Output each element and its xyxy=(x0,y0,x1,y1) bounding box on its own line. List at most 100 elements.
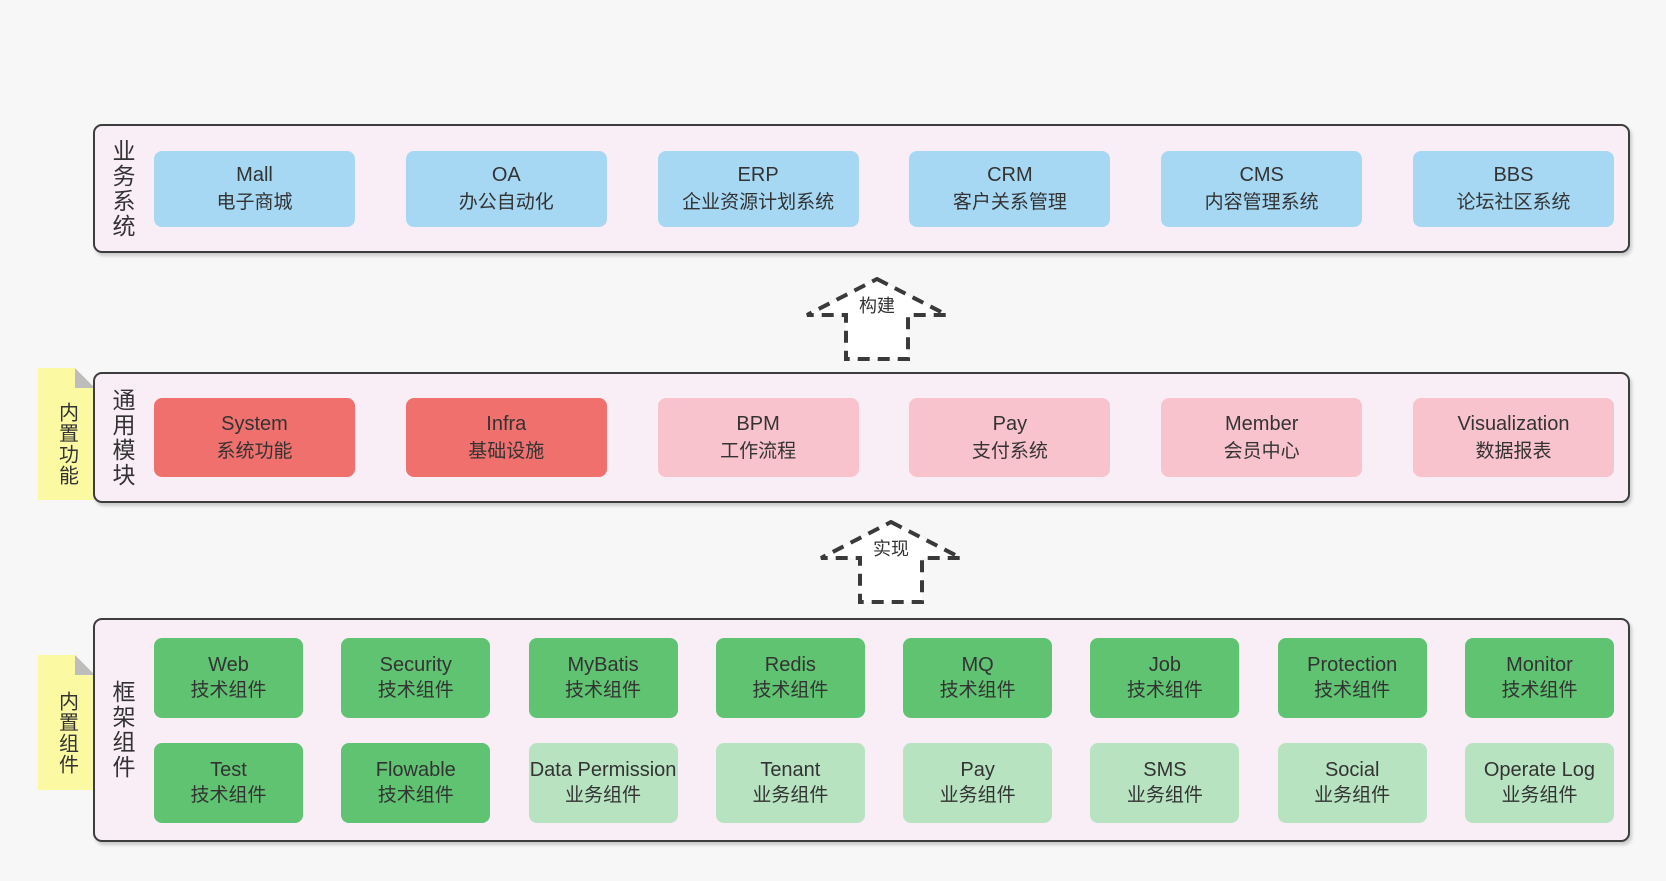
component-box-visualization: Visualization 数据报表 xyxy=(1412,398,1614,477)
build-arrow: 构建 xyxy=(805,277,949,361)
box-subtitle: 办公自动化 xyxy=(458,192,554,213)
builtin-features-tag: 内置功能 xyxy=(38,368,95,500)
box-title: System xyxy=(221,413,288,435)
box-subtitle: 技术组件 xyxy=(1126,679,1203,701)
component-box-erp: ERP 企业资源计划系统 xyxy=(657,150,859,227)
box-title: Test xyxy=(210,758,247,781)
component-box-mybatis: MyBatis 技术组件 xyxy=(528,637,678,718)
box-subtitle: 技术组件 xyxy=(190,784,267,806)
box-subtitle: 基础设施 xyxy=(468,441,545,462)
box-title: MyBatis xyxy=(567,653,639,676)
dashed-up-arrow-icon xyxy=(806,277,948,361)
box-subtitle: 技术组件 xyxy=(939,679,1016,701)
component-box-security: Security 技术组件 xyxy=(341,637,491,718)
common-modules-panel: 通用模块 System 系统功能 Infra 基础设施 BPM 工作流程 Pay 支付系统 Me… xyxy=(93,372,1630,503)
box-subtitle: 技术组件 xyxy=(377,784,454,806)
box-title: Visualization xyxy=(1457,413,1570,435)
component-box-pay: Pay 支付系统 xyxy=(909,398,1111,477)
box-subtitle: 业务组件 xyxy=(1314,784,1391,806)
component-box-bpm: BPM 工作流程 xyxy=(657,398,859,477)
box-title: Flowable xyxy=(375,758,456,781)
box-title: Tenant xyxy=(760,758,821,781)
box-subtitle: 数据报表 xyxy=(1475,441,1552,462)
component-box-web: Web 技术组件 xyxy=(154,637,303,718)
box-title: Infra xyxy=(486,413,527,435)
component-box-test: Test 技术组件 xyxy=(154,742,303,823)
box-title: Redis xyxy=(764,653,816,676)
box-title: Security xyxy=(379,653,452,676)
box-subtitle: 企业资源计划系统 xyxy=(682,192,835,213)
component-box-mq: MQ 技术组件 xyxy=(903,637,1053,718)
component-box-job: Job 技术组件 xyxy=(1090,637,1240,718)
component-box-data-permission: Data Permission 业务组件 xyxy=(528,742,678,823)
component-box-member: Member 会员中心 xyxy=(1161,398,1363,477)
box-title: CRM xyxy=(987,164,1033,186)
box-title: SMS xyxy=(1143,758,1187,781)
component-box-pay: Pay 业务组件 xyxy=(903,742,1053,823)
box-title: CMS xyxy=(1239,164,1284,186)
box-subtitle: 客户关系管理 xyxy=(952,192,1067,213)
box-subtitle: 系统功能 xyxy=(216,441,293,462)
box-subtitle: 技术组件 xyxy=(190,679,267,701)
box-subtitle: 技术组件 xyxy=(1314,679,1391,701)
component-box-tenant: Tenant 业务组件 xyxy=(715,742,865,823)
component-box-bbs: BBS 论坛社区系统 xyxy=(1412,150,1614,227)
component-box-protection: Protection 技术组件 xyxy=(1277,637,1427,718)
box-title: Pay xyxy=(960,758,995,781)
box-subtitle: 会员中心 xyxy=(1223,441,1300,462)
box-title: MQ xyxy=(961,653,994,676)
box-subtitle: 业务组件 xyxy=(939,784,1016,806)
box-subtitle: 支付系统 xyxy=(971,441,1048,462)
box-subtitle: 技术组件 xyxy=(565,679,642,701)
implement-arrow-label: 实现 xyxy=(870,538,912,560)
box-subtitle: 内容管理系统 xyxy=(1204,192,1319,213)
component-box-oa: OA 办公自动化 xyxy=(405,150,607,227)
box-title: Web xyxy=(208,653,249,676)
box-subtitle: 业务组件 xyxy=(1501,784,1578,806)
component-box-sms: SMS 业务组件 xyxy=(1090,742,1240,823)
builtin-components-tag: 内置组件 xyxy=(38,655,95,790)
box-title: Social xyxy=(1324,758,1380,781)
box-title: OA xyxy=(491,164,521,186)
component-box-infra: Infra 基础设施 xyxy=(405,398,607,477)
builtin-features-tag-label: 内置功能 xyxy=(55,402,78,486)
component-box-cms: CMS 内容管理系统 xyxy=(1161,150,1363,227)
box-subtitle: 技术组件 xyxy=(1501,679,1578,701)
framework-components-panel: 框架组件 Web 技术组件 Security 技术组件 MyBatis 技术组件 Redis… xyxy=(93,618,1630,842)
box-subtitle: 业务组件 xyxy=(1126,784,1203,806)
build-arrow-label: 构建 xyxy=(856,295,898,317)
box-title: BBS xyxy=(1493,164,1534,186)
component-box-system: System 系统功能 xyxy=(154,398,355,477)
panel-label-common-modules: 通用模块 xyxy=(109,387,135,488)
box-title: Data Permission xyxy=(529,758,677,781)
box-title: BPM xyxy=(736,413,780,435)
implement-arrow: 实现 xyxy=(819,520,963,604)
box-title: Operate Log xyxy=(1483,758,1596,781)
box-title: Member xyxy=(1225,413,1299,435)
component-box-flowable: Flowable 技术组件 xyxy=(341,742,491,823)
box-title: Mall xyxy=(236,164,273,186)
box-subtitle: 工作流程 xyxy=(720,441,797,462)
box-subtitle: 技术组件 xyxy=(377,679,454,701)
box-title: ERP xyxy=(737,164,779,186)
box-title: Protection xyxy=(1307,653,1398,676)
builtin-components-tag-label: 内置组件 xyxy=(55,690,78,775)
panel-label-framework-components: 框架组件 xyxy=(109,680,135,780)
panel-label-business-systems: 业务系统 xyxy=(109,138,135,239)
common-modules-grid: System 系统功能 Infra 基础设施 BPM 工作流程 Pay 支付系统 Member 会… xyxy=(138,398,1628,477)
box-title: Pay xyxy=(992,413,1028,435)
box-title: Job xyxy=(1148,653,1182,676)
dashed-up-arrow-icon xyxy=(820,520,962,604)
box-subtitle: 业务组件 xyxy=(752,784,829,806)
box-subtitle: 论坛社区系统 xyxy=(1456,192,1571,213)
box-subtitle: 业务组件 xyxy=(565,784,642,806)
component-box-operate-log: Operate Log 业务组件 xyxy=(1464,742,1614,823)
